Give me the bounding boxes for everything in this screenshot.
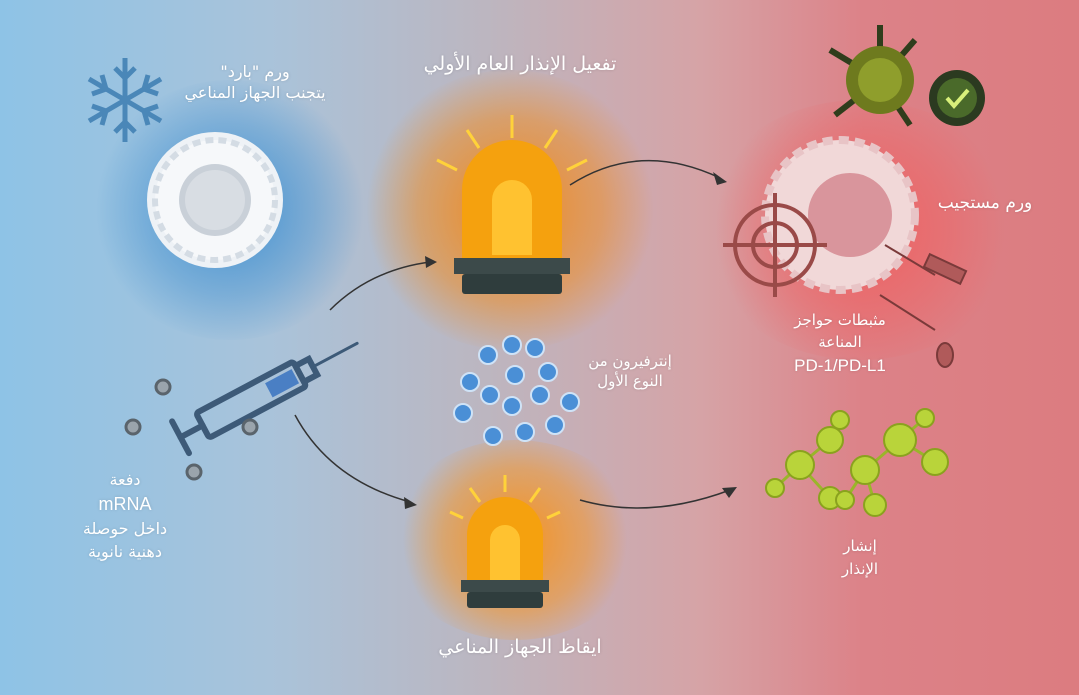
alarm-spread-label: إنشار الإنذار (810, 535, 910, 580)
t-cell-icon (828, 25, 918, 127)
label-line: مثبطات حواجز (794, 311, 886, 329)
label-line: الإنذار (841, 559, 879, 578)
check-badge-icon (929, 70, 985, 126)
label-line: دهنية نانوية (88, 542, 162, 562)
responsive-tumor-cell (761, 136, 919, 294)
label-line: إنشار (843, 537, 877, 555)
label-line: دفعة (109, 470, 141, 489)
snowflake-icon (87, 58, 163, 142)
arrow-heads (404, 172, 737, 509)
wake-immune-label: ايقاظ الجهاز المناعي (438, 636, 602, 658)
interferon-label: إنترفيرون من النوع الأول (575, 352, 685, 391)
siren-top-icon (436, 115, 588, 294)
label-line: يتجنب الجهاز المناعي (184, 82, 326, 102)
flow-arrows (294, 159, 731, 509)
siren-bottom-icon (449, 475, 561, 608)
cold-tumor-label: ورم "بارد" يتجنب الجهاز المناعي (170, 62, 340, 104)
label-line: ورم "بارد" (220, 62, 290, 81)
alarm-spread-molecules (765, 408, 949, 517)
label-line: PD-1/PD-L1 (794, 355, 886, 375)
label-line: داخل حوصلة (82, 519, 168, 539)
mrna-dose-label: دفعة mRNA داخل حوصلة دهنية نانوية (60, 468, 190, 564)
cold-tumor-cell (147, 132, 283, 268)
label-line: المناعة (818, 332, 862, 351)
lipid-nanoparticles (124, 378, 259, 481)
target-icon (723, 193, 827, 297)
syringe-icon (169, 341, 359, 457)
initial-alarm-title: تفعيل الإنذار العام الأولي (423, 53, 617, 75)
responsive-tumor-label: ورم مستجيب (937, 193, 1033, 213)
label-line: إنترفيرون من (588, 352, 672, 370)
checkpoint-label: مثبطات حواجز المناعة PD-1/PD-L1 (760, 310, 920, 378)
label-line: mRNA (98, 494, 152, 515)
label-line: النوع الأول (597, 371, 663, 390)
interferon-molecules (453, 335, 580, 446)
checkpoint-inhibitor-icon (879, 244, 968, 368)
